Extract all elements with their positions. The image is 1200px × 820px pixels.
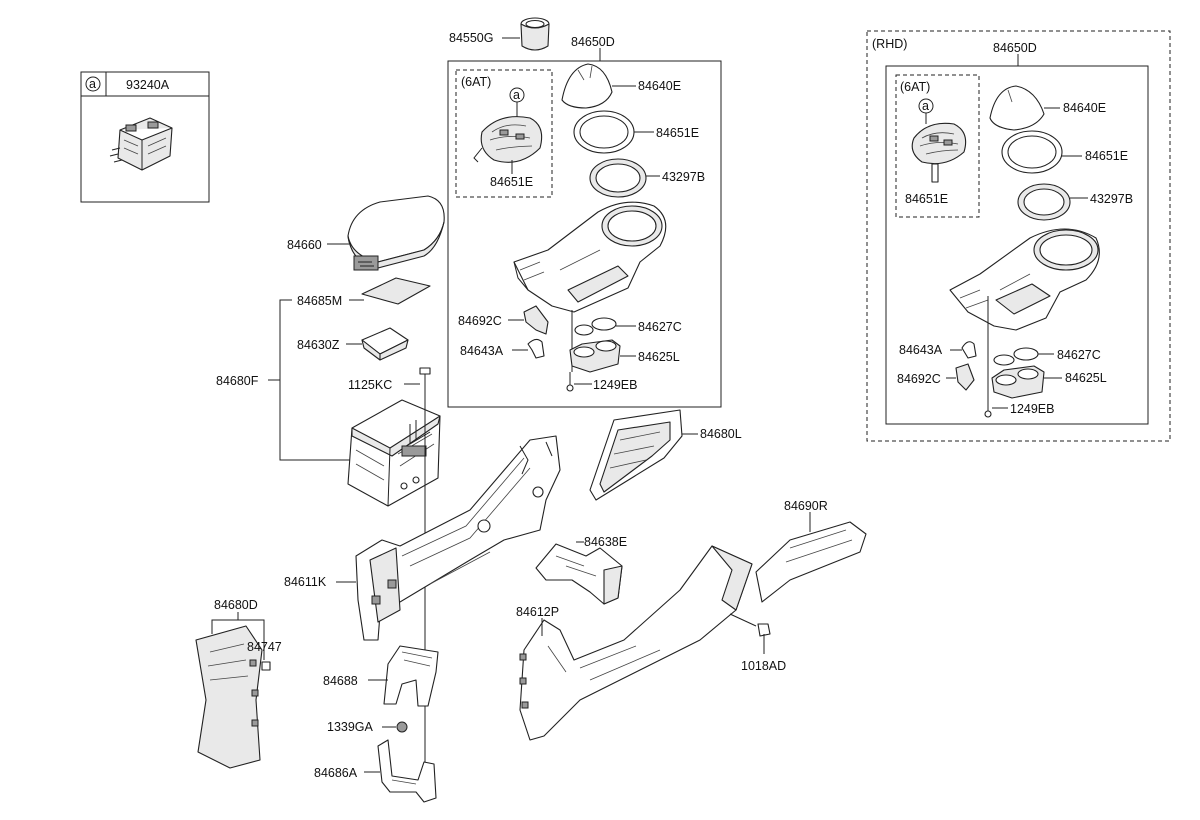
inset-box-93240a: a 93240A xyxy=(80,71,210,203)
part-84651e-ring-rhd xyxy=(1001,130,1063,174)
label-84627c: 84627C xyxy=(638,320,682,334)
label-84650d: 84650D xyxy=(571,35,615,49)
part-84638e-bracket xyxy=(535,543,623,605)
part-84625l-cupholder xyxy=(569,339,621,373)
label-84651e-6at-rhd: 84651E xyxy=(905,192,948,206)
part-1249eb-screw-rhd xyxy=(984,398,992,418)
part-84643a-clip xyxy=(527,338,545,359)
label-84625l-rhd: 84625L xyxy=(1065,371,1107,385)
label-1018ad: 1018AD xyxy=(741,659,786,673)
label-84692c-rhd: 84692C xyxy=(897,372,941,386)
label-84686a: 84686A xyxy=(314,766,358,780)
part-switch-module-93240a xyxy=(109,117,173,171)
label-1339ga: 1339GA xyxy=(327,720,374,734)
part-1018ad-screw xyxy=(757,623,771,654)
label-84651e: 84651E xyxy=(656,126,699,140)
label-84692c: 84692C xyxy=(458,314,502,328)
part-84690r-panel xyxy=(755,521,867,603)
label-84643a-rhd: 84643A xyxy=(899,343,943,357)
label-84650d-rhd: 84650D xyxy=(993,41,1037,55)
label-6at-rhd: (6AT) xyxy=(900,80,930,94)
part-84692c-rhd xyxy=(955,363,975,391)
group-rhd: (RHD) 84650D (6AT) a 84651E 84640E 84651… xyxy=(866,30,1171,442)
group-84650d-lhd: 84650D (6AT) a 84651E 84640E 84651E xyxy=(447,35,722,408)
label-1125kc: 1125KC xyxy=(348,378,392,392)
label-84640e-rhd: 84640E xyxy=(1063,101,1106,115)
label-84685m: 84685M xyxy=(297,294,342,308)
callout-marker-a-rhd: a xyxy=(922,99,929,113)
part-84612p-lower-console xyxy=(519,545,753,741)
label-84640e: 84640E xyxy=(638,79,681,93)
label-84643a: 84643A xyxy=(460,344,504,358)
part-84651e-shift-plate xyxy=(473,116,543,163)
callout-marker-a-6at: a xyxy=(513,88,520,102)
label-84611k: 84611K xyxy=(284,575,327,589)
part-84611k-frame xyxy=(355,435,561,641)
part-console-upper-panel-rhd xyxy=(949,228,1100,331)
part-84640e-boot xyxy=(561,63,613,109)
label-84550g: 84550G xyxy=(449,31,493,45)
label-84630z: 84630Z xyxy=(297,338,340,352)
label-84680d: 84680D xyxy=(214,598,258,612)
part-1339ga-nut xyxy=(396,721,408,733)
part-84692c xyxy=(523,305,549,335)
part-84688-bracket xyxy=(383,645,439,707)
label-43297b-rhd: 43297B xyxy=(1090,192,1133,206)
part-84651e-ring xyxy=(573,110,635,154)
part-1249eb-screw xyxy=(566,372,574,392)
label-6at: (6AT) xyxy=(461,75,491,89)
part-84630z-tray xyxy=(361,327,409,361)
label-84612p: 84612P xyxy=(516,605,559,619)
label-84651e-rhd: 84651E xyxy=(1085,149,1128,163)
label-43297b: 43297B xyxy=(662,170,705,184)
part-84640e-boot-rhd xyxy=(989,85,1045,131)
part-43297b-ring-rhd xyxy=(1017,183,1071,221)
part-console-upper-panel xyxy=(513,201,667,313)
label-84688: 84688 xyxy=(323,674,358,688)
part-84685m-mat xyxy=(361,277,431,305)
label-1249eb-rhd: 1249EB xyxy=(1010,402,1054,416)
part-43297b-ring xyxy=(589,158,647,198)
label-1249eb: 1249EB xyxy=(593,378,637,392)
part-84680l-panel xyxy=(589,409,683,501)
label-93240a: 93240A xyxy=(126,78,170,92)
part-84550g xyxy=(520,17,550,51)
label-rhd: (RHD) xyxy=(872,37,907,51)
label-84690r: 84690R xyxy=(784,499,828,513)
part-84686a-bracket xyxy=(377,739,437,803)
part-84627c-lids-rhd xyxy=(993,347,1039,366)
callout-marker-a: a xyxy=(89,77,96,91)
label-84680f: 84680F xyxy=(216,374,259,388)
label-84625l: 84625L xyxy=(638,350,680,364)
part-84643a-clip-rhd xyxy=(961,341,977,359)
label-84747: 84747 xyxy=(247,640,282,654)
part-1125kc-bolt xyxy=(419,367,431,390)
label-84638e: 84638E xyxy=(584,535,627,549)
label-84660: 84660 xyxy=(287,238,322,252)
label-84680l: 84680L xyxy=(700,427,742,441)
label-84651e-6at: 84651E xyxy=(490,175,533,189)
part-84660-armrest xyxy=(347,195,445,271)
part-84625l-cupholder-rhd xyxy=(991,365,1045,399)
part-84627c-lids xyxy=(574,317,617,336)
label-84627c-rhd: 84627C xyxy=(1057,348,1101,362)
bracket-84680f xyxy=(268,299,352,461)
part-84747-clip xyxy=(261,661,271,671)
part-84651e-shift-plate-rhd xyxy=(911,122,967,183)
part-84680d-panel xyxy=(195,625,263,769)
part-console-storage-box xyxy=(347,399,441,507)
